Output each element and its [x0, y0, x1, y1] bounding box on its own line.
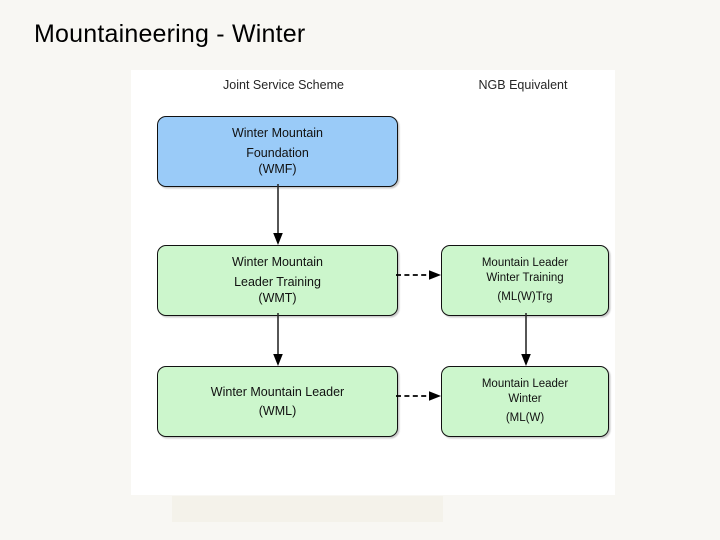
column-header-ngb-equivalent: NGB Equivalent	[478, 78, 568, 92]
node-mlw-line-1: Mountain Leader	[481, 378, 569, 391]
node-mlwtrg-line-2: Winter Training	[486, 272, 564, 285]
node-mlw-line-2: Winter	[508, 393, 542, 406]
node-wmt-line-1: Winter Mountain	[231, 255, 323, 270]
page-title: Mountaineering - Winter	[34, 20, 306, 48]
footer-strip	[172, 496, 443, 522]
node-mlwtrg[interactable]: Mountain Leader Winter Training (ML(W)Tr…	[441, 245, 609, 316]
diagram-panel: Joint Service Scheme NGB Equivalent Wint…	[131, 70, 615, 495]
node-wmf-line-2: Foundation	[246, 145, 309, 160]
node-mlw-line-3: (ML(W)	[505, 411, 545, 424]
node-mlw[interactable]: Mountain Leader Winter (ML(W)	[441, 366, 609, 437]
node-wml-line-1: Winter Mountain Leader	[210, 384, 345, 399]
node-wmf-line-1: Winter Mountain	[231, 126, 323, 141]
connector-wmt-to-mlwtrg-dashed-arrow-icon	[396, 268, 442, 282]
connector-wmf-to-wmt-arrow-icon	[271, 184, 285, 246]
node-wml[interactable]: Winter Mountain Leader (WML)	[157, 366, 398, 437]
column-header-joint-service-scheme: Joint Service Scheme	[223, 78, 344, 92]
node-wml-line-2: (WML)	[258, 404, 297, 418]
node-wmf-line-3: (WMF)	[258, 162, 297, 177]
node-mlwtrg-line-3: (ML(W)Trg	[497, 290, 553, 303]
node-wmt-line-2: Leader Training	[234, 274, 321, 289]
node-wmt[interactable]: Winter Mountain Leader Training (WMT)	[157, 245, 398, 316]
connector-mlwtrg-to-mlw-arrow-icon	[519, 313, 533, 367]
connector-wml-to-mlw-dashed-arrow-icon	[396, 389, 442, 403]
node-wmf[interactable]: Winter Mountain Foundation (WMF)	[157, 116, 398, 187]
connector-wmt-to-wml-arrow-icon	[271, 313, 285, 367]
node-wmt-line-3: (WMT)	[258, 291, 297, 306]
node-mlwtrg-line-1: Mountain Leader	[481, 257, 569, 270]
